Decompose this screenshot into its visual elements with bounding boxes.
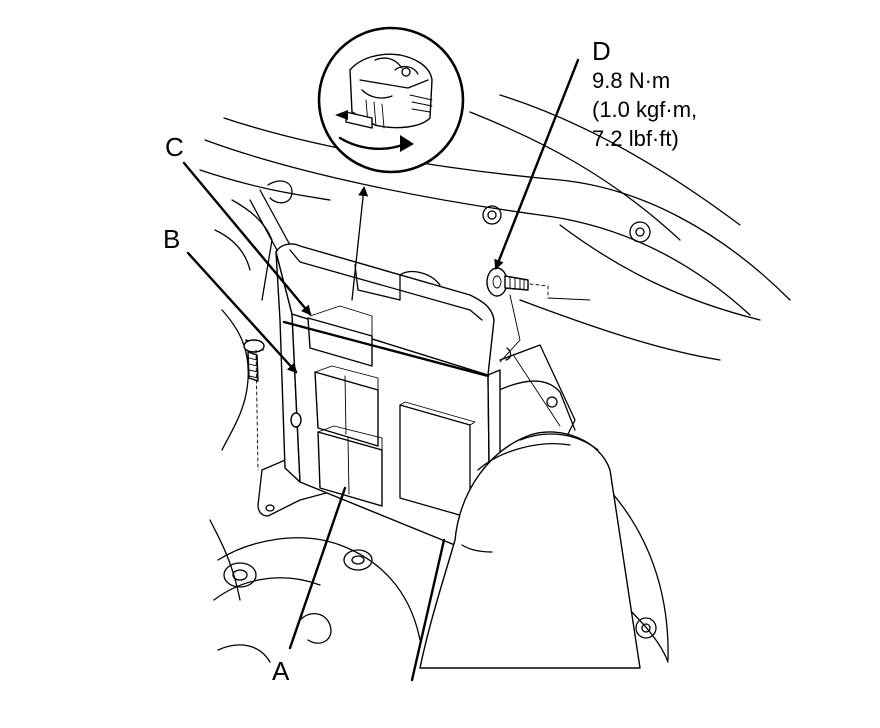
mounting-bracket bbox=[257, 344, 576, 517]
torque-line-2: (1.0 kgf·m, bbox=[592, 97, 697, 122]
callout-b: B bbox=[163, 224, 180, 254]
leader-d bbox=[494, 58, 580, 270]
bolt-b bbox=[243, 339, 265, 471]
torque-line-3: 7.2 lbf·ft) bbox=[592, 126, 679, 151]
torque-spec: 9.8 N·m (1.0 kgf·m, 7.2 lbf·ft) bbox=[592, 68, 697, 151]
lower-bolt bbox=[290, 412, 302, 428]
torque-line-1: 9.8 N·m bbox=[592, 68, 670, 93]
callout-c: C bbox=[165, 132, 184, 162]
leader-extra bbox=[410, 538, 446, 682]
leader-b bbox=[186, 251, 298, 374]
intake-duct bbox=[419, 431, 641, 669]
callout-d: D bbox=[592, 36, 611, 66]
arrow-icon bbox=[351, 186, 369, 301]
leader-a bbox=[288, 486, 347, 650]
leader-edge bbox=[282, 320, 490, 378]
connector-release-detail-icon bbox=[317, 26, 465, 174]
ecm-module bbox=[275, 243, 501, 553]
callout-a: A bbox=[272, 656, 290, 686]
leader-lines bbox=[182, 58, 580, 682]
leader-c bbox=[182, 161, 312, 316]
bolt-d bbox=[486, 267, 591, 363]
